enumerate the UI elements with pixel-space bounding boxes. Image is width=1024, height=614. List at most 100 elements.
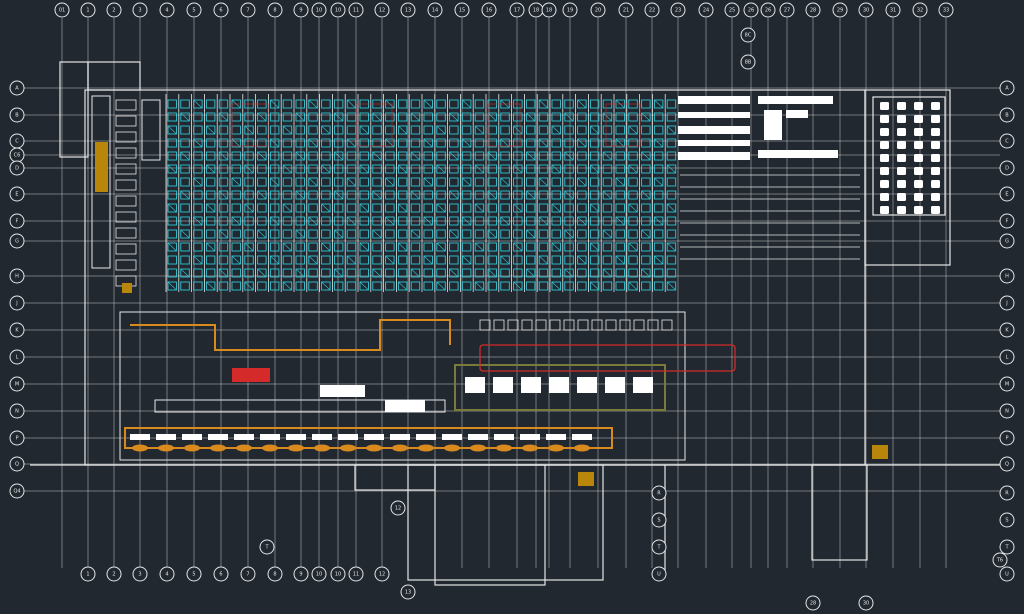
rack-bay — [500, 112, 510, 122]
grid-bubble-circle — [938, 2, 954, 18]
rack-bay — [666, 138, 677, 148]
rack-bay-cross — [590, 203, 600, 213]
grid-bubble-label: 7 — [246, 8, 249, 14]
rack-bay — [372, 216, 382, 226]
rack-bay-cross — [257, 151, 267, 161]
rack-bay — [346, 177, 357, 187]
rack-column — [600, 94, 613, 292]
grid-bubble-circle — [427, 2, 443, 18]
rack-bay — [359, 151, 369, 161]
rack-bay — [449, 242, 459, 252]
grid-bubble-circle — [481, 2, 497, 18]
rack-bay — [333, 177, 344, 187]
rack-bay — [653, 268, 664, 278]
rack-bay — [269, 216, 280, 226]
rack-bay — [308, 242, 318, 252]
rack-bay-cross — [193, 138, 203, 148]
rack-bay — [602, 138, 613, 148]
rack-bay — [346, 268, 357, 278]
rack-bay — [564, 138, 574, 148]
grid-bubble-circle — [590, 2, 606, 18]
seat — [897, 193, 906, 201]
rack-bay — [538, 190, 549, 200]
rack-bay — [295, 125, 305, 135]
row-bubble-right: F — [999, 213, 1015, 229]
row-bubble-right: K — [999, 322, 1015, 338]
rack-bay — [397, 125, 408, 135]
conveyor-cart — [262, 444, 278, 452]
row-bubble-right: P — [999, 430, 1015, 446]
rack-column — [652, 94, 664, 292]
grid-bubble-circle — [618, 2, 634, 18]
rack-bay — [167, 138, 177, 148]
rack-bay — [436, 190, 446, 200]
rack-bay-cross — [359, 242, 369, 252]
rack-bay — [602, 268, 613, 278]
rack-bay-cross — [359, 281, 369, 291]
grid-bubble-circle — [999, 485, 1015, 501]
column-bubble-top: 11 — [348, 2, 364, 18]
rack-bay-cross — [641, 151, 651, 161]
rack-bay — [474, 255, 485, 265]
rack-bay-cross — [615, 216, 625, 226]
rack-bay — [525, 99, 536, 109]
rack-bay — [359, 138, 369, 148]
rack-bay — [321, 216, 331, 226]
grid-bubble-label: Q4 — [13, 489, 20, 495]
rack-bay-cross — [641, 229, 651, 239]
rack-bay — [538, 242, 549, 252]
grid-bubble-circle — [509, 2, 525, 18]
row-bubble-left: H — [9, 268, 25, 284]
rack-bay — [551, 255, 561, 265]
conveyor-cart — [496, 444, 512, 452]
rack-bay — [461, 229, 472, 239]
conveyor-cart — [418, 444, 434, 452]
row-bubble-right: L — [999, 349, 1015, 365]
rack-bay — [666, 99, 677, 109]
grid-bubble-circle — [999, 233, 1015, 249]
rack-bay-cross — [346, 177, 356, 187]
rack-bay-cross — [257, 190, 267, 200]
rack-bay-cross — [410, 229, 420, 239]
rack-bay — [333, 242, 344, 252]
rack-bay — [372, 229, 382, 239]
grid-bubble-circle — [348, 2, 364, 18]
row-bubble-right: R — [999, 485, 1015, 501]
highlight-zone — [479, 344, 736, 372]
rack-bay — [244, 177, 254, 187]
rack-bay — [269, 203, 280, 213]
seat — [897, 180, 906, 188]
workstation — [442, 434, 462, 440]
rack-bay — [308, 229, 318, 239]
rack-bay — [666, 242, 677, 252]
rack-bay-cross — [449, 229, 459, 239]
rack-bay — [423, 99, 433, 109]
grid-bubble-label: 10 — [316, 8, 322, 14]
rack-bay-cross — [321, 242, 331, 252]
grid-bubble-circle — [259, 539, 275, 555]
workstation — [338, 434, 358, 440]
rack-bay — [474, 216, 485, 226]
grid-bubble-circle — [651, 485, 667, 501]
rack-bay — [359, 190, 369, 200]
column-bubble-top: 19 — [562, 2, 578, 18]
equipment-block — [95, 142, 108, 192]
rack-column — [165, 94, 177, 292]
rack-bay — [282, 203, 293, 213]
rack-bay-cross — [180, 268, 190, 278]
equipment-cell — [115, 195, 137, 207]
column-bubble-bottom: 6 — [213, 566, 229, 582]
column-bubble-top: 9 — [293, 2, 309, 18]
column-bubble-bottom: 2 — [106, 566, 122, 582]
rack-bay — [666, 229, 677, 239]
rack-bay — [423, 242, 433, 252]
rack-bay — [525, 242, 536, 252]
seat — [880, 102, 889, 110]
rack-bay — [218, 99, 229, 109]
grid-bubble-label: B — [1005, 113, 1009, 119]
ref-bubble: T6 — [992, 552, 1008, 568]
rack-bay — [282, 229, 293, 239]
office-block — [758, 96, 833, 104]
rack-bay — [346, 151, 357, 161]
rack-bay — [602, 190, 613, 200]
